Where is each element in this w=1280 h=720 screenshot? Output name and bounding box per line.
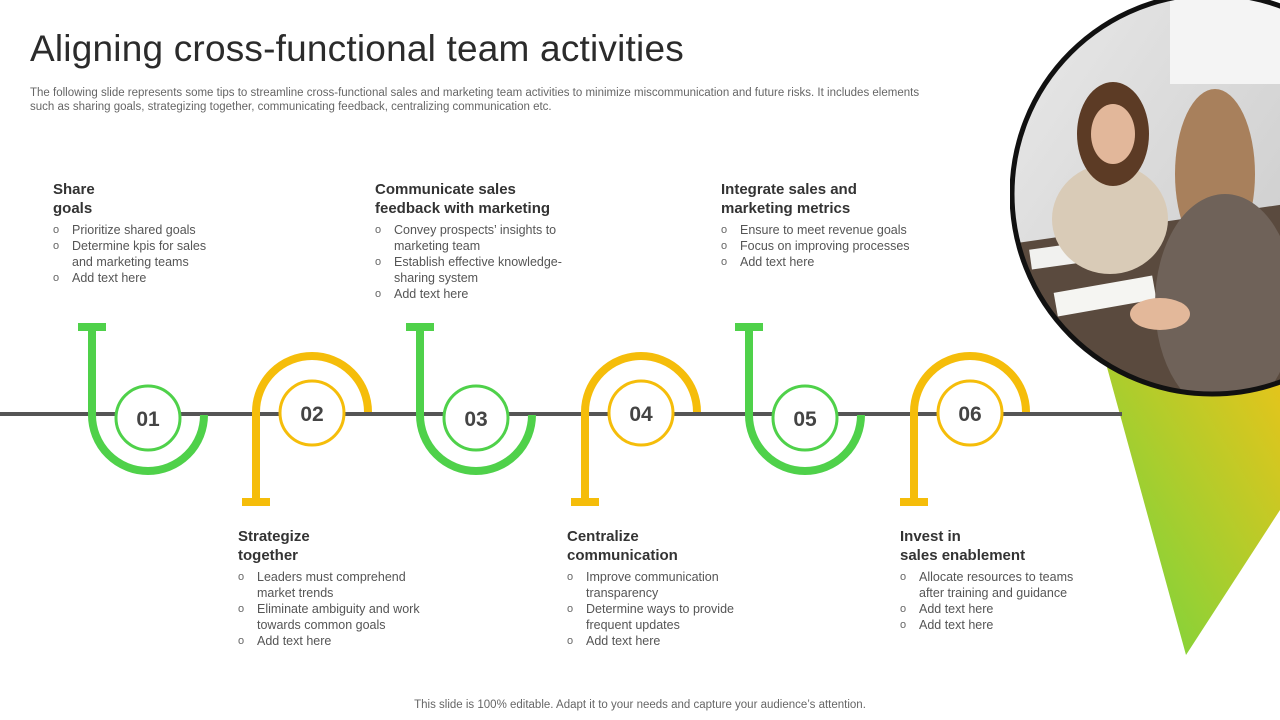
step-03-bullet-2: Establish effective knowledge-sharing sy… — [375, 254, 574, 286]
team-meeting-photo — [1010, 0, 1280, 397]
step-number-01: 01 — [136, 408, 160, 431]
step-06-bullet-1: Allocate resources to teams after traini… — [900, 569, 1099, 601]
step-05-bullet-1: Ensure to meet revenue goals — [721, 222, 951, 238]
decorative-gradient-triangle — [1105, 360, 1280, 655]
step-01-bullet-1: Prioritize shared goals — [53, 222, 253, 238]
step-marker-03: 03 — [406, 323, 536, 475]
slide-footer-note: This slide is 100% editable. Adapt it to… — [414, 699, 866, 711]
step-05-bullet-2: Focus on improving processes — [721, 238, 951, 254]
step-02-bullet-3: Add text here — [238, 633, 458, 649]
step-marker-06: 06 — [900, 352, 1030, 506]
step-03-bullet-3: Add text here — [375, 286, 595, 302]
step-marker-02: 02 — [242, 352, 372, 506]
step-06-bullet-3: Add text here — [900, 617, 1100, 633]
step-number-02: 02 — [300, 403, 323, 426]
step-04-bullet-2: Determine ways to provide frequent updat… — [567, 601, 751, 633]
step-marker-05: 05 — [735, 323, 865, 475]
step-01-bullet-3: Add text here — [53, 270, 253, 286]
step-number-05: 05 — [793, 408, 817, 431]
step-number-03: 03 — [464, 408, 487, 431]
slide-subtitle: The following slide represents some tips… — [30, 87, 920, 113]
step-number-06: 06 — [958, 403, 981, 426]
step-04-bullet-1: Improve communication transparency — [567, 569, 766, 601]
step-05-bullet-3: Add text here — [721, 254, 951, 270]
slide-title: Aligning cross-functional team activitie… — [30, 28, 684, 69]
step-04-bullet-3: Add text here — [567, 633, 787, 649]
step-03-bullet-1: Convey prospects’ insights to marketing … — [375, 222, 574, 254]
step-02-bullet-2: Eliminate ambiguity and work towards com… — [238, 601, 442, 633]
step-06-bullet-2: Add text here — [900, 601, 1100, 617]
step-marker-01: 01 — [78, 323, 208, 475]
step-marker-04: 04 — [571, 352, 701, 506]
step-01-bullet-2: Determine kpis for sales and marketing t… — [53, 238, 222, 270]
step-02-bullet-1: Leaders must comprehend market trends — [238, 569, 422, 601]
step-number-04: 04 — [629, 403, 653, 426]
